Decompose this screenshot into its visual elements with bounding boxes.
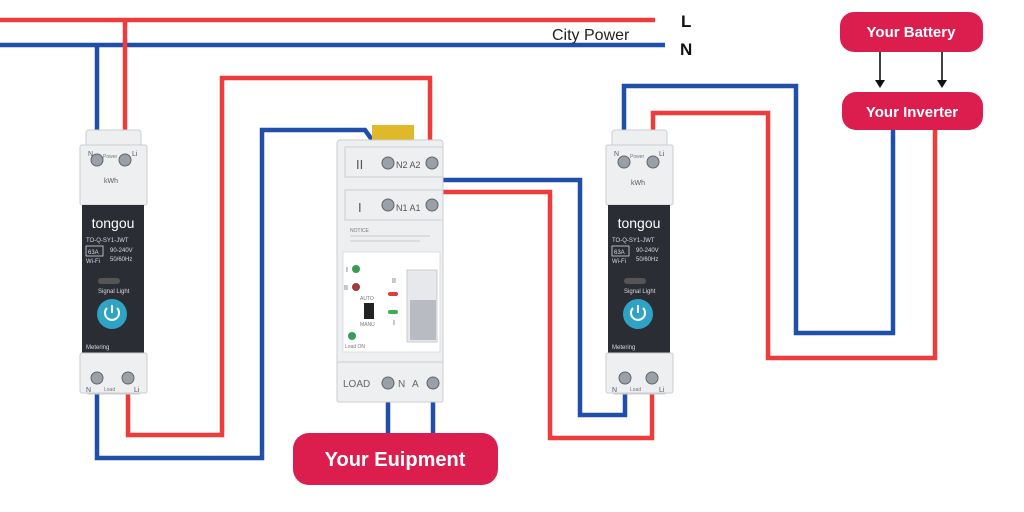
battery-pill: Your Battery [840, 12, 983, 52]
ats-load-on-label: Load ON [345, 344, 365, 350]
right-meter-li-screw [646, 155, 660, 169]
left-meter-n-label: N [88, 151, 93, 158]
inverter-l-to-right-meter [650, 110, 938, 361]
ats-mode-switch[interactable] [364, 303, 374, 319]
right-meter-load-label: Load [630, 387, 641, 393]
right-meter-power-icon [630, 307, 646, 321]
left-meter-brand: tongou [92, 215, 135, 231]
left-smart-meter: N Power Li kWh tongou TO-Q-SY1-JWT 63A 9… [79, 129, 148, 395]
ats-switch-1-led [388, 310, 398, 314]
ats-indicator-2-label: II [344, 285, 348, 292]
inverter-pill-label: Your Inverter [866, 104, 958, 121]
right-meter-li-label: Li [659, 151, 665, 158]
ats-indicator-2-led [352, 283, 360, 291]
neutral-label: N [680, 40, 692, 59]
ats-n2-screw [381, 156, 395, 170]
left-meter-power-label: Power [103, 154, 118, 160]
right-meter-model: TO-Q-SY1-JWT [612, 238, 655, 244]
ats-handle[interactable] [410, 300, 436, 340]
right-meter-bottom-li-screw [645, 371, 659, 385]
inverter-pill-bg [842, 92, 983, 130]
equipment-pill-label: Your Euipment [325, 449, 466, 471]
right-smart-meter: N Power Li kWh tongou TO-Q-SY1-JWT 63A 9… [605, 129, 674, 395]
arrowhead-right [937, 80, 947, 88]
automatic-transfer-switch: II N2 A2 I N1 A1 NOTICE tongou I II AUTO… [336, 125, 444, 403]
ats-load-on-led [348, 332, 356, 340]
inverter-n-to-right-meter [621, 83, 896, 336]
ats-manu-label: MANU [360, 322, 375, 328]
line-label: L [681, 12, 691, 31]
left-meter-bottom-n-screw [90, 371, 104, 385]
ats-load-label: LOAD [343, 379, 370, 390]
ats-row2-symbol: II [356, 157, 363, 172]
right-meter-rating: 63A [614, 250, 625, 256]
right-meter-wifi: Wi-Fi [612, 259, 626, 265]
left-meter-li-to-ats-a2 [125, 75, 433, 438]
ats-indicator-1-led [352, 265, 360, 273]
ats-switch-2-led [388, 292, 398, 296]
ats-load-n-label: N [398, 379, 405, 390]
right-meter-power-label: Power [630, 154, 645, 160]
ats-row1-symbol: I [358, 200, 362, 215]
ats-switch-1-label: I [393, 320, 395, 327]
ats-n1-screw [381, 198, 395, 212]
inverter-pill: Your Inverter [842, 92, 983, 130]
right-meter-n-screw [617, 155, 631, 169]
ats-a1-screw [425, 198, 439, 212]
arrowhead-left [875, 80, 885, 88]
left-meter-load-label: Load [104, 387, 115, 393]
ats-load-n-screw [381, 376, 395, 390]
right-meter-bottom-n: N [612, 387, 617, 394]
left-meter-signal-label: Signal Light [98, 289, 130, 295]
ats-notice: NOTICE [350, 228, 370, 234]
city-power-label: City Power [552, 27, 630, 44]
left-meter-signal-led [98, 278, 120, 284]
left-meter-li-screw [118, 153, 132, 167]
ats-row1-terminals: N1 A1 [396, 203, 421, 213]
ats-auto-label: AUTO [360, 296, 374, 302]
left-meter-rating-box [85, 245, 104, 257]
left-meter-power-icon [104, 307, 120, 321]
left-meter-kwh-label: kWh [104, 178, 118, 185]
equipment-pill-bg [293, 433, 498, 485]
right-meter-bottom-li: Li [659, 387, 665, 394]
right-meter-brand: tongou [618, 215, 661, 231]
left-meter-voltage: 90-240V [110, 248, 133, 254]
ats-switch-2-label: II [392, 278, 396, 285]
left-meter-power-button[interactable] [97, 299, 127, 329]
left-meter-li-label: Li [132, 151, 138, 158]
left-meter-n-screw [90, 153, 104, 167]
left-meter-bottom-li: Li [134, 387, 140, 394]
right-meter-voltage: 90-240V [636, 248, 659, 254]
left-meter-model: TO-Q-SY1-JWT [86, 238, 129, 244]
ats-a2-screw [425, 156, 439, 170]
ats-load-a-label: A [412, 379, 419, 390]
left-meter-wifi: Wi-Fi [86, 259, 100, 265]
ats-load-a-screw [426, 376, 440, 390]
right-meter-signal-label: Signal Light [624, 289, 656, 295]
left-meter-metering-label: Metering [86, 345, 109, 351]
left-meter-bottom-n: N [86, 387, 91, 394]
battery-pill-label: Your Battery [867, 24, 957, 41]
left-meter-freq: 50/60Hz [110, 257, 132, 263]
left-meter-bottom-li-screw [121, 371, 135, 385]
battery-pill-bg [840, 12, 983, 52]
right-meter-freq: 50/60Hz [636, 257, 658, 263]
ats-row2-terminals: N2 A2 [396, 160, 421, 170]
left-meter-n-to-ats-n2 [94, 127, 390, 461]
right-meter-rating-box [611, 245, 630, 257]
right-meter-kwh-label: kWh [631, 180, 645, 187]
ats-indicator-1-label: I [346, 267, 348, 274]
right-meter-metering-label: Metering [612, 345, 635, 351]
equipment-pill: Your Euipment [293, 433, 498, 485]
right-meter-signal-led [624, 278, 646, 284]
ats-yellow-clip [372, 125, 414, 143]
right-meter-bottom-n-screw [618, 371, 632, 385]
left-meter-rating: 63A [88, 250, 99, 256]
right-meter-n-label: N [614, 151, 619, 158]
right-meter-power-button[interactable] [623, 299, 653, 329]
